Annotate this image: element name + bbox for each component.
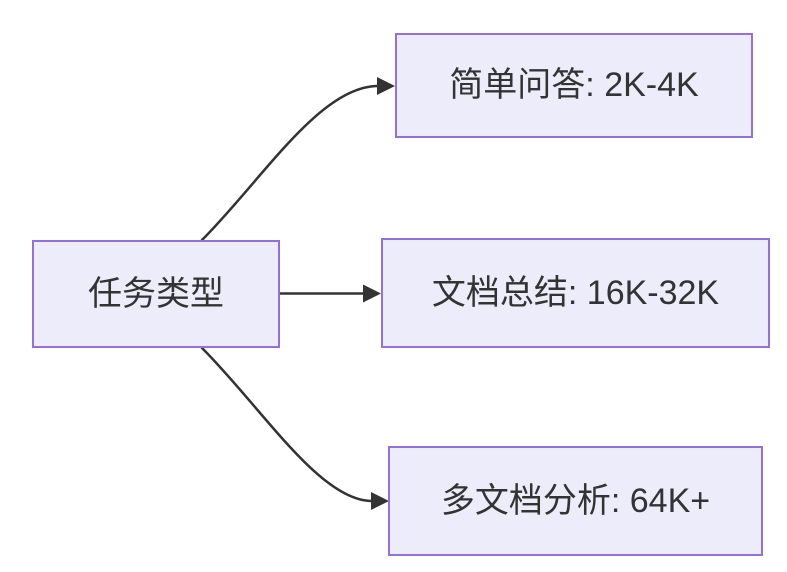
node-simple-qa-label: 简单问答: 2K-4K bbox=[449, 66, 699, 105]
arrowhead-icon bbox=[371, 492, 389, 510]
node-task-type: 任务类型 bbox=[32, 240, 280, 348]
node-multi-doc-analysis-label: 多文档分析: 64K+ bbox=[440, 481, 711, 520]
edge-root-to-simple-qa bbox=[200, 77, 395, 242]
node-doc-summary: 文档总结: 16K-32K bbox=[381, 238, 770, 348]
arrowhead-icon bbox=[363, 284, 381, 303]
edge-root-to-doc-summary bbox=[278, 284, 381, 303]
node-multi-doc-analysis: 多文档分析: 64K+ bbox=[388, 446, 763, 556]
node-doc-summary-label: 文档总结: 16K-32K bbox=[431, 273, 720, 312]
arrowhead-icon bbox=[377, 77, 395, 95]
node-task-type-label: 任务类型 bbox=[88, 274, 224, 313]
node-simple-qa: 简单问答: 2K-4K bbox=[395, 33, 753, 138]
edge-line-bottom bbox=[200, 346, 374, 503]
edge-line-top bbox=[200, 84, 380, 242]
edge-root-to-multi-doc bbox=[200, 346, 389, 510]
